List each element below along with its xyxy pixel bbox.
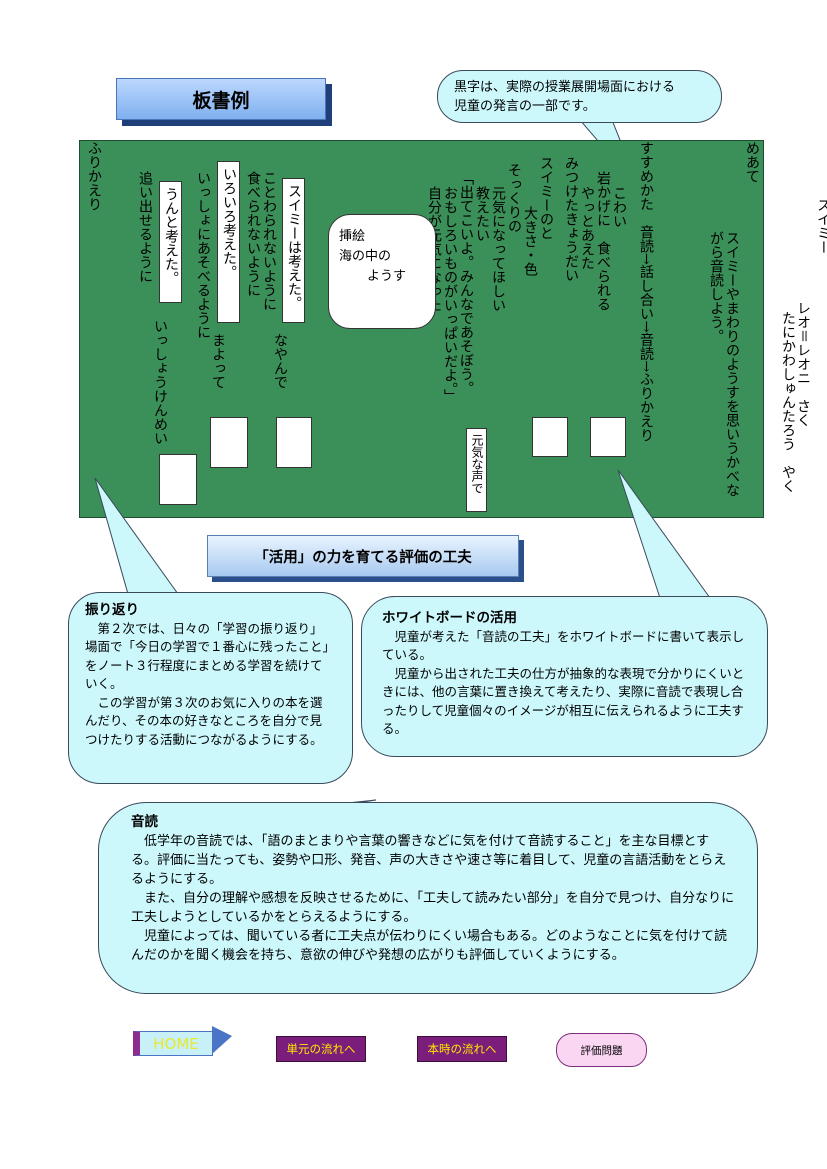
board-col-furikaeri: ふりかえり — [86, 141, 102, 211]
board-col-mayotte: まよって — [210, 333, 226, 389]
board-col-kyoudai: みつけたきょうだい — [563, 156, 579, 282]
ondoku-para-2: また、自分の理解や感想を反映させるために、「工夫して読みたい部分」を自分で見つけ… — [131, 891, 735, 925]
board-col-ookisa: 大きさ・色 — [522, 206, 538, 276]
home-button-label: HOME — [153, 1034, 199, 1053]
board-col-translator: たにかわしゅんたろう やく — [780, 311, 796, 493]
board-col-sokkuri: そっくりの — [506, 163, 522, 233]
home-button[interactable]: HOME — [133, 1031, 213, 1056]
board-col-omoshiroi: おもしろいものがいっぱいだよ。」 — [442, 186, 458, 403]
card-unto-kangaeta: うんと考えた。 — [159, 181, 182, 303]
whiteboard-para-2: 児童から出された工夫の仕方が抽象的な表現で分かりにくいときには、他の言葉に置き換… — [382, 665, 745, 737]
card-taberarenai: 食べられないように — [245, 171, 261, 297]
board-col-steps: すすめかた 音読→話し合い→音読→ふりかえり — [638, 141, 654, 443]
blank-card — [590, 417, 626, 457]
note-bubble: 黒字は、実際の授業展開場面における 児童の発言の一部です。 — [437, 70, 722, 123]
illustration-placeholder: 挿絵 海の中の ようす — [328, 214, 436, 329]
blackboard: スイミー レオ＝レオニ さく たにかわしゅんたろう やく めあて スイミーやまわ… — [79, 140, 827, 518]
whiteboard-callout: ホワイトボードの活用 児童が考えた「音読の工夫」をホワイトボードに書いて表示して… — [361, 596, 768, 757]
board-col-meate-label: めあて — [744, 141, 760, 183]
ondoku-callout: 音読 低学年の音読では、「語のまとまりや言葉の響きなどに気を付けて音読すること」… — [98, 802, 758, 994]
page-title: 板書例 — [116, 78, 326, 120]
eval-problem-label: 評価問題 — [580, 1044, 623, 1057]
ondoku-para-3: 児童によっては、聞いている者に工夫点が伝わりにくい場合もある。どのようなことに気… — [131, 929, 728, 963]
ondoku-heading: 音読 — [131, 814, 158, 830]
board-col-kowai: こわい — [611, 186, 627, 228]
blank-card — [159, 454, 197, 505]
whiteboard-heading: ホワイトボードの活用 — [382, 610, 517, 626]
board-col-suimi-no-to: スイミーのと — [538, 156, 554, 240]
board-col-meate-2: がら音読しよう。 — [708, 231, 724, 343]
evaluation-title: 「活用」の力を育てる評価の工夫 — [207, 535, 519, 577]
board-col-meate-1: スイミーやまわりのようすを思いうかべな — [724, 231, 740, 497]
board-col-nayande: なやんで — [272, 333, 288, 389]
note-line-2: 児童の発言の一部です。 — [454, 98, 596, 114]
blank-card — [276, 417, 312, 468]
card-genki-na-koe: 元気な声で — [466, 428, 487, 512]
lesson-flow-label: 本時の流れへ — [427, 1042, 497, 1056]
board-col-dete-koiyo: 「出てこいよ。みんなであそぼう。 — [458, 171, 474, 395]
board-col-yatto: やっとあえた — [579, 186, 595, 270]
card-iroiro-kangaeta: いろいろ考えた。 — [217, 161, 240, 323]
card-suimi-kangaeta: スイミーは考えた。 — [282, 178, 305, 323]
home-arrow-icon[interactable] — [212, 1026, 232, 1054]
furikaeri-heading: 振り返り — [85, 602, 139, 618]
eval-problem-button[interactable]: 評価問題 — [556, 1033, 647, 1067]
note-line-1: 黒字は、実際の授業展開場面における — [454, 80, 676, 95]
illustration-line-2: 海の中の — [339, 249, 392, 264]
board-col-isshoukenmei: いっしょうけんめい — [152, 319, 168, 445]
board-col-author: レオ＝レオニ さく — [795, 301, 811, 427]
blank-card — [210, 417, 248, 468]
board-col-title: スイミー — [815, 198, 827, 254]
lesson-flow-button[interactable]: 本時の流れへ — [417, 1036, 507, 1062]
illustration-line-3: ようす — [367, 269, 407, 284]
board-col-iwakage: 岩かげに 食べられる — [595, 171, 611, 311]
board-col-oshietai: 教えたい — [474, 186, 490, 242]
card-kotowararenai: ことわられないように — [261, 171, 277, 311]
furikaeri-callout: 振り返り 第２次では、日々の「学習の振り返り」場面で「今日の学習で１番心に残った… — [68, 592, 353, 784]
unit-flow-label: 単元の流れへ — [286, 1042, 356, 1056]
evaluation-title-text: 「活用」の力を育てる評価の工夫 — [254, 549, 472, 566]
board-col-genki: 元気になってほしい — [490, 186, 506, 312]
blank-card — [532, 417, 568, 457]
card-issho-asoberu: いっしょにあそべるように — [195, 171, 211, 339]
unit-flow-button[interactable]: 単元の流れへ — [276, 1036, 366, 1062]
furikaeri-para-2: この学習が第３次のお気に入りの本を選んだり、その本の好きなところを自分で見つけた… — [85, 694, 323, 747]
whiteboard-para-1: 児童が考えた「音読の工夫」をホワイトボードに書いて表示している。 — [382, 628, 745, 663]
page-title-text: 板書例 — [192, 89, 250, 112]
illustration-label: 挿絵 — [339, 229, 366, 244]
card-oidaseru: 追い出せるように — [137, 171, 153, 283]
ondoku-para-1: 低学年の音読では、「語のまとまりや言葉の響きなどに気を付けて音読すること」を主な… — [131, 834, 727, 887]
furikaeri-para-1: 第２次では、日々の「学習の振り返り」場面で「今日の学習で１番心に残ったこと」をノ… — [85, 620, 329, 692]
